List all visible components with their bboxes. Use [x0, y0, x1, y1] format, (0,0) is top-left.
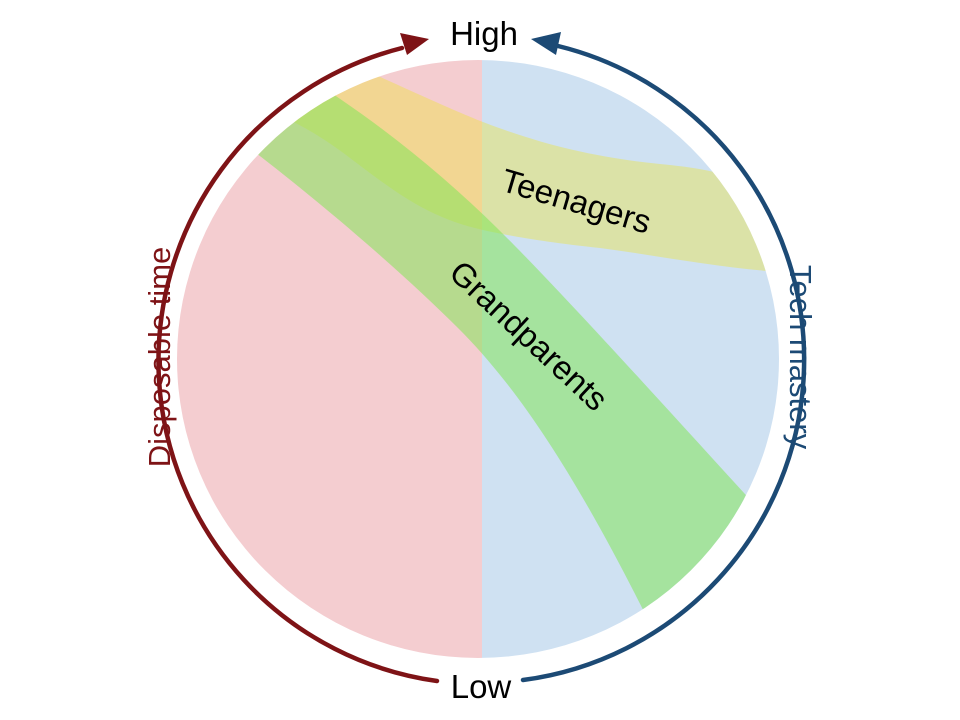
tech-mastery-label: Tech mastery: [783, 265, 818, 450]
tech-mastery-arrowhead: [531, 32, 561, 55]
disposable-time-arrow: [156, 45, 440, 684]
tech-mastery-arrow: [520, 43, 807, 683]
teenagers-band: [265, 60, 779, 272]
disposable-time-label: Disposable time: [142, 247, 177, 468]
high-label: High: [450, 15, 518, 52]
low-label: Low: [451, 668, 512, 705]
disposable-time-arrowhead: [400, 33, 429, 55]
grandparents-band: [228, 68, 755, 648]
